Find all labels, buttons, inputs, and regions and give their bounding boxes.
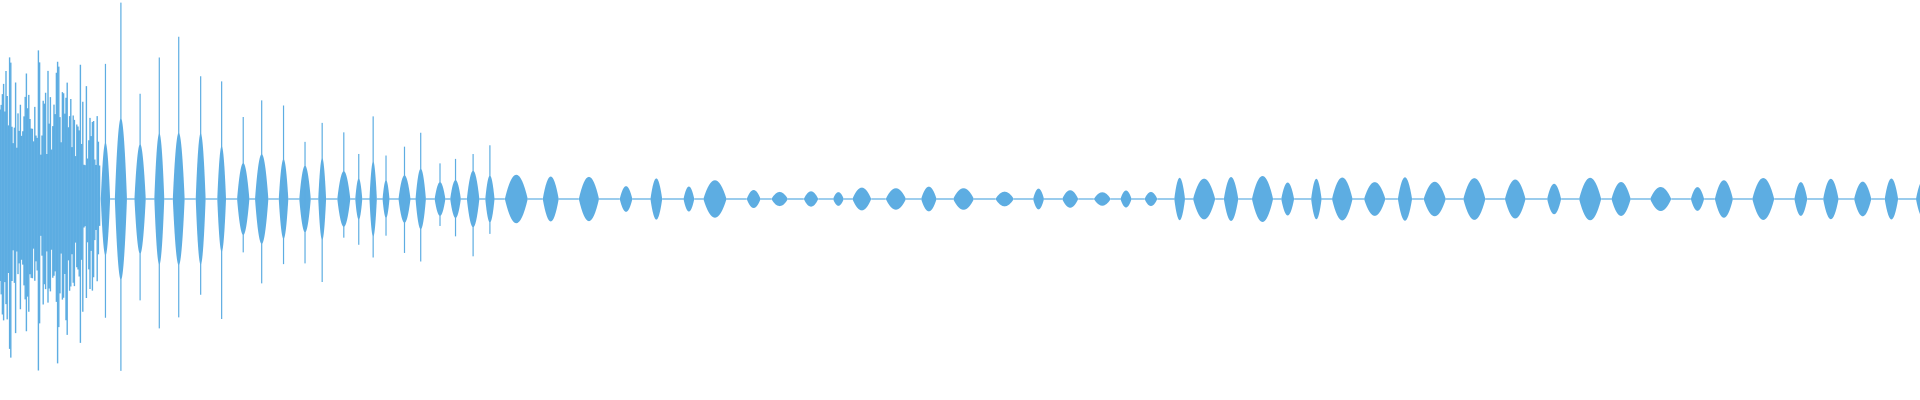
waveform-burst [1251,175,1274,223]
waveform-burst [771,191,788,207]
waveform-burst [1364,182,1386,216]
waveform-burst [1650,186,1672,212]
waveform-burst [1193,178,1216,220]
waveform-burst [1281,182,1295,216]
waveform-burst [953,188,974,210]
waveform-burst [1752,178,1775,220]
waveform-burst [1174,177,1186,221]
waveform-burst [1332,177,1353,221]
waveform-burst [1397,177,1413,221]
waveform-burst [619,186,633,212]
waveform-burst [803,191,819,207]
waveform-burst [1033,188,1044,210]
waveform-burst [683,186,695,212]
waveform-burst [921,186,937,212]
waveform-burst [1423,181,1446,217]
waveform-burst [1062,190,1079,208]
waveform-burst [995,191,1014,207]
waveform-burst [1144,191,1158,207]
waveform-burst [1854,181,1872,217]
waveform-burst [1223,176,1239,222]
waveform-burst [1915,184,1920,214]
waveform-burst [1547,183,1562,215]
waveform-burst [650,178,663,220]
waveform-burst [1611,182,1631,216]
waveform-burst [1823,178,1839,220]
waveform-burst [1463,178,1486,220]
waveform-burst [746,189,761,209]
waveform-burst [1579,177,1602,221]
waveform-burst [1794,182,1808,216]
waveform-burst [1504,179,1526,219]
waveform-burst [542,176,559,222]
waveform-burst [1690,187,1705,211]
waveform-burst [1311,178,1322,220]
waveform-burst [1093,192,1111,206]
waveform-burst [1120,190,1132,208]
waveform-burst [703,180,727,218]
waveform-burst [885,188,906,210]
waveform-burst [1884,178,1899,220]
waveform-burst [578,176,600,222]
waveform-bars [0,2,1920,371]
waveform-burst [504,174,528,224]
waveform-burst [1714,180,1733,218]
waveform-burst [833,192,844,206]
waveform-burst [852,187,872,211]
